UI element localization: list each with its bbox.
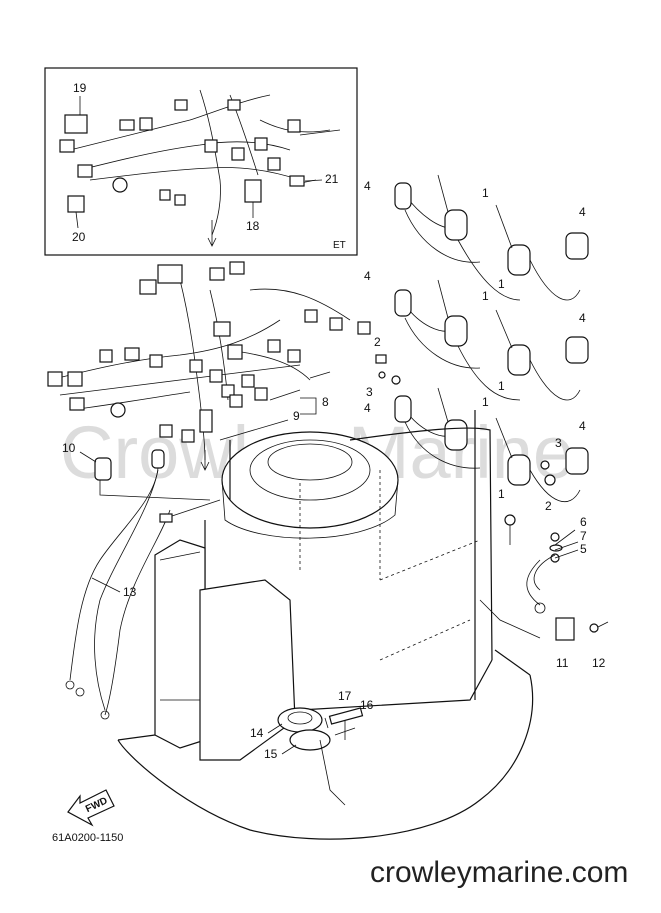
callout-15: 15 xyxy=(264,747,278,761)
ground-leads xyxy=(65,449,221,720)
site-name: crowleymarine.com xyxy=(370,856,628,889)
callout-2a: 2 xyxy=(374,335,381,349)
callout-14: 14 xyxy=(250,726,264,740)
callout-6: 6 xyxy=(580,515,587,529)
callout-4e: 4 xyxy=(364,401,371,415)
callout-1e: 1 xyxy=(482,395,489,409)
callouts: 1 1 1 1 1 1 4 4 4 4 4 4 2 2 3 3 5 6 7 8 … xyxy=(62,179,606,761)
callout-1c: 1 xyxy=(482,289,489,303)
ignition-coils xyxy=(394,174,589,503)
callout-11: 11 xyxy=(556,656,569,670)
engine-body xyxy=(117,354,609,840)
inset-callout-19: 19 xyxy=(73,81,87,95)
callout-3a: 3 xyxy=(366,385,373,399)
callout-4b: 4 xyxy=(579,205,586,219)
callout-4f: 4 xyxy=(579,419,586,433)
callout-4c: 4 xyxy=(364,269,371,283)
inset-badge: ET xyxy=(333,240,346,251)
callout-7: 7 xyxy=(580,529,587,543)
callout-10: 10 xyxy=(62,441,76,455)
callout-16: 16 xyxy=(360,698,374,712)
callout-4a: 4 xyxy=(364,179,371,193)
callout-1f: 1 xyxy=(498,487,505,501)
callout-12: 12 xyxy=(592,656,606,670)
callout-13: 13 xyxy=(123,585,137,599)
callout-9: 9 xyxy=(293,409,300,423)
callout-2b: 2 xyxy=(545,499,552,513)
callout-1a: 1 xyxy=(482,186,489,200)
callout-8: 8 xyxy=(322,395,329,409)
wire-harness xyxy=(47,261,371,471)
inset-callout-20: 20 xyxy=(72,230,86,244)
callout-4d: 4 xyxy=(579,311,586,325)
diagram-code: 61A0200-1150 xyxy=(52,832,123,844)
fwd-arrow-icon: FWD xyxy=(67,789,115,827)
callout-3b: 3 xyxy=(555,436,562,450)
inset-callout-18: 18 xyxy=(246,219,260,233)
inset-box: 19 20 18 21 ET xyxy=(44,67,358,256)
callout-1b: 1 xyxy=(498,277,505,291)
callout-1d: 1 xyxy=(498,379,505,393)
callout-17: 17 xyxy=(338,689,352,703)
inset-callout-21: 21 xyxy=(325,172,339,186)
callout-5: 5 xyxy=(580,542,587,556)
